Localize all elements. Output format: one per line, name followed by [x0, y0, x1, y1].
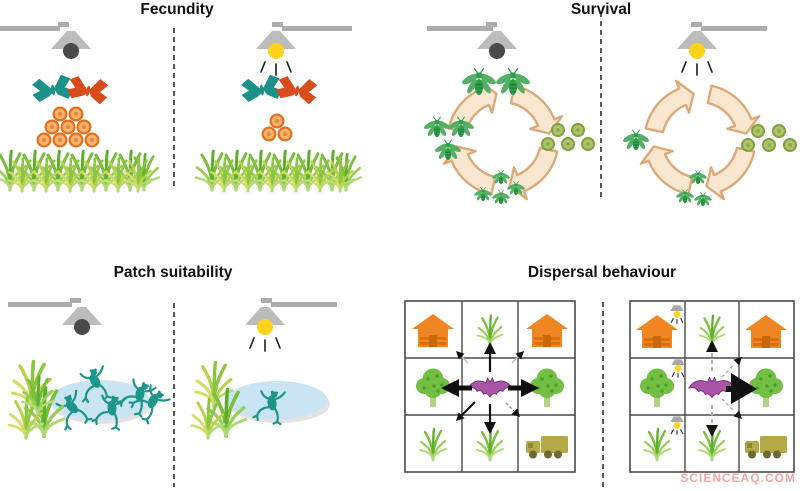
insect-icon — [621, 129, 651, 151]
adult-insects — [459, 67, 533, 96]
egg-icon — [68, 106, 84, 122]
fecundity-lit-condition — [194, 22, 363, 193]
arrow-down-icon — [484, 422, 496, 434]
arrow-up-icon — [706, 340, 718, 352]
survival-lit-condition — [621, 22, 797, 207]
grass-strip — [0, 149, 161, 193]
panel-fecundity: Fecundity — [0, 1, 363, 193]
panel-dispersal: Dispersal behaviour — [404, 264, 795, 488]
truck-icon — [526, 436, 568, 459]
grass-icon — [642, 427, 672, 462]
lamp-off-icon — [0, 22, 91, 59]
arrow-right-icon — [521, 379, 539, 397]
egg-icon — [269, 113, 285, 129]
egg-icon — [68, 132, 84, 148]
moth-icon — [239, 73, 284, 104]
patch-lit-condition — [190, 298, 337, 440]
panel-title-fecundity: Fecundity — [140, 1, 214, 18]
egg-icon — [581, 137, 595, 151]
dispersal-arrows — [706, 340, 757, 437]
house-icon — [412, 314, 454, 347]
egg-cluster — [261, 113, 293, 142]
arrow-up-left-icon — [456, 351, 465, 360]
panel-title-dispersal: Dispersal behaviour — [528, 264, 676, 281]
dispersal-arrows — [441, 342, 539, 434]
egg-icon — [751, 124, 765, 138]
egg-icon — [52, 106, 68, 122]
egg-icon — [44, 119, 60, 135]
grass-icon — [476, 314, 504, 347]
lamp-off-icon — [427, 22, 517, 59]
moth-icon — [274, 73, 320, 106]
arrow-down-left-icon — [456, 412, 465, 421]
street-light-icon — [669, 415, 685, 435]
tree-icon — [640, 368, 674, 407]
arrow-right-large-icon — [731, 373, 757, 404]
egg-cluster — [36, 106, 100, 148]
arrow-up-icon — [484, 342, 496, 354]
egg-icon — [551, 123, 565, 137]
lamp-on-icon — [677, 22, 767, 76]
survival-dark-condition — [422, 22, 595, 205]
cycle-arrow-icon — [706, 84, 761, 135]
watermark: SCIENCEAQ.COM — [680, 471, 796, 485]
cycle-arrow-icon — [705, 146, 756, 201]
panel-title-patch-suitability: Patch suitability — [114, 264, 233, 281]
fecundity-dark-condition — [0, 22, 161, 193]
moth-icon — [30, 73, 75, 104]
egg-icon — [277, 126, 293, 142]
egg-icon — [541, 137, 555, 151]
insect-icon — [422, 116, 452, 138]
cycle-arrow-icon — [639, 145, 694, 196]
egg-icon — [261, 126, 277, 142]
arrow-left-icon — [441, 379, 459, 397]
insect-icon — [491, 190, 511, 205]
grass-icon — [418, 427, 448, 462]
egg-icon — [561, 137, 575, 151]
egg-icon — [60, 119, 76, 135]
panel-survival: Survival — [422, 1, 797, 207]
life-cycle-arrows — [639, 79, 761, 201]
egg-icon — [762, 138, 776, 152]
arrow-down-right-icon — [733, 410, 742, 419]
arrow-up-right-icon — [733, 357, 742, 366]
egg-icon — [741, 138, 755, 152]
egg-icon — [76, 119, 92, 135]
egg-icon — [36, 132, 52, 148]
egg-icon — [772, 124, 786, 138]
egg-icon — [84, 132, 100, 148]
arrow-down-right-icon — [511, 408, 520, 417]
dispersal-lit-grid — [629, 300, 795, 473]
egg-icon — [52, 132, 68, 148]
subadult-insects — [621, 129, 651, 151]
arrow-down-icon — [706, 425, 718, 437]
panel-patch-suitability: Patch suitability — [7, 264, 337, 487]
lamp-on-icon — [245, 298, 337, 352]
patch-dark-condition — [7, 298, 172, 440]
pond — [227, 381, 330, 423]
truck-icon — [745, 436, 787, 459]
dispersal-dark-grid — [404, 300, 576, 473]
street-light-icon — [670, 358, 686, 378]
light-rays-icon — [249, 337, 281, 352]
bat-icon — [467, 377, 513, 398]
street-light-icon — [669, 304, 685, 324]
house-icon — [526, 314, 568, 347]
light-rays-icon — [681, 61, 713, 76]
house-icon — [636, 315, 678, 348]
lamp-on-icon — [256, 22, 352, 76]
light-rays-icon — [260, 61, 292, 76]
lamp-off-icon — [8, 298, 102, 335]
moth-icon — [65, 73, 111, 106]
house-icon — [745, 315, 787, 348]
insect-icon — [693, 192, 713, 207]
grass-strip — [194, 149, 363, 193]
cycle-arrow-icon — [644, 79, 695, 134]
panel-title-survival: Survival — [571, 1, 631, 18]
egg-icon — [571, 123, 585, 137]
egg-icon — [783, 138, 797, 152]
arrow-up-right-icon — [515, 351, 524, 360]
